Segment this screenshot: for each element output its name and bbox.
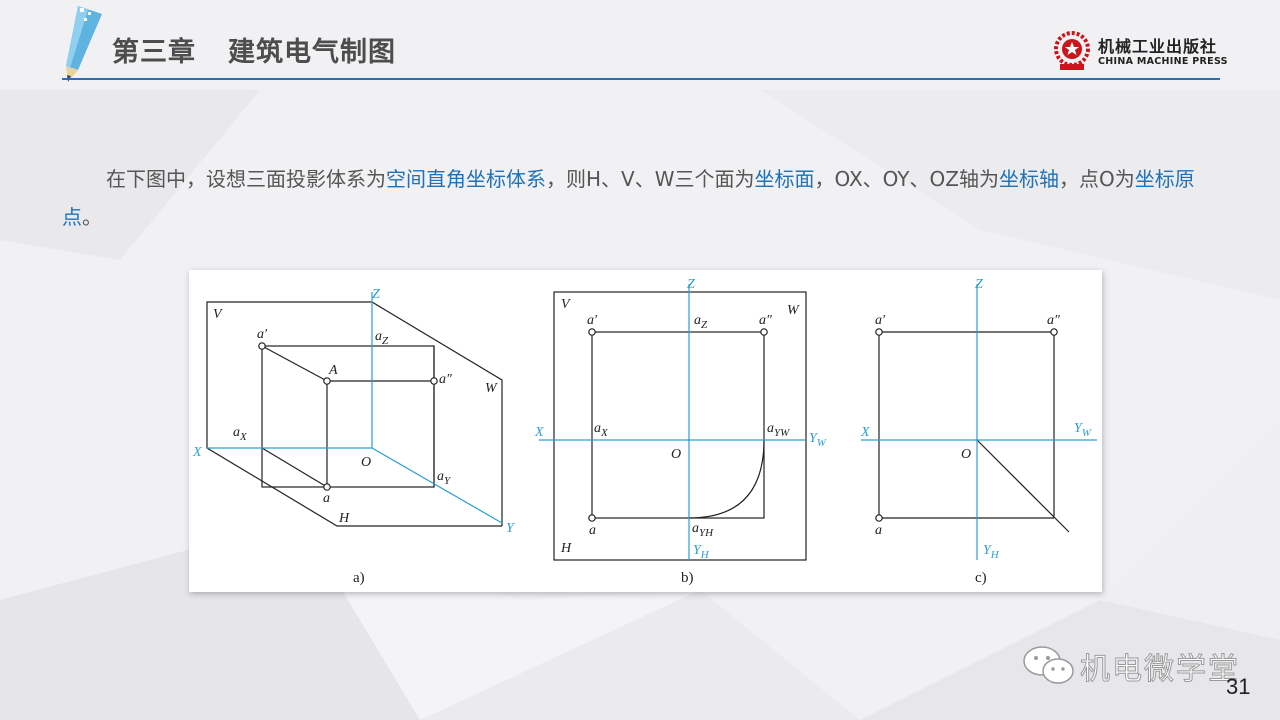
publisher-logo: 机械工业出版社 CHINA MACHINE PRESS	[1052, 30, 1228, 74]
figure-b-drawing	[553, 291, 807, 561]
point-a-prime	[258, 342, 266, 350]
label-a-double: a″	[759, 313, 772, 328]
projection-figure: V W H Z X Y O A a′ a″ a aX aZ aY a) V W …	[189, 270, 1102, 592]
label-axis-y: Y	[506, 521, 516, 536]
watermark: 机电微学堂	[1016, 640, 1246, 690]
text-run: 在下图中，设想三面投影体系为	[106, 167, 386, 191]
point-a-prime	[875, 328, 883, 336]
point-a-double	[760, 328, 768, 336]
body-paragraph: 在下图中，设想三面投影体系为空间直角坐标体系，则H、V、W三个面为坐标面，OX、…	[62, 160, 1212, 236]
label-aX: aX	[594, 421, 609, 439]
highlight-term: 坐标原点	[62, 167, 1195, 229]
text-run: ，OX、OY、OZ轴为	[814, 167, 999, 191]
chapter-label: 第三章	[112, 37, 196, 68]
figure-c-drawing	[878, 331, 1070, 533]
label-axis-z: Z	[975, 277, 983, 292]
publisher-name-cn: 机械工业出版社	[1098, 37, 1218, 56]
label-a-prime: a′	[587, 313, 598, 328]
caption-a: a)	[353, 570, 365, 586]
figure-a-drawing	[206, 301, 503, 527]
publisher-name-en: CHINA MACHINE PRESS	[1098, 56, 1228, 67]
caption-c: c)	[975, 570, 987, 586]
figure-a-axes	[207, 292, 503, 524]
highlight-term: 坐标面	[754, 167, 815, 191]
point-a-double	[430, 377, 438, 385]
label-a: a	[875, 523, 882, 538]
label-axis-yh: YH	[693, 543, 710, 561]
label-plane-h: H	[560, 541, 572, 556]
point-a	[588, 514, 596, 522]
highlight-term: 坐标轴	[998, 167, 1059, 191]
watermark-text: 机电微学堂	[1080, 652, 1240, 688]
label-plane-h: H	[338, 511, 350, 526]
label-origin: O	[671, 447, 681, 462]
label-aZ: aZ	[694, 313, 708, 331]
text-run: ，则H、V、W三个面为	[546, 167, 755, 191]
point-a-prime	[588, 328, 596, 336]
label-origin: O	[361, 455, 371, 470]
label-aX: aX	[233, 425, 248, 443]
label-a: a	[589, 523, 596, 538]
label-plane-v: V	[213, 307, 223, 322]
point-a	[875, 514, 883, 522]
label-a-double: a″	[1047, 313, 1060, 328]
point-a-double	[1050, 328, 1058, 336]
label-axis-x: X	[192, 445, 202, 460]
label-aYH: aYH	[692, 521, 714, 539]
header-divider	[62, 78, 1220, 80]
point-a	[323, 483, 331, 491]
label-axis-yw: YW	[809, 431, 827, 449]
label-axis-z: Z	[687, 277, 695, 292]
publisher-emblem-icon	[1054, 31, 1090, 70]
section-title: 建筑电气制图	[228, 37, 396, 68]
label-aY: aY	[437, 469, 452, 487]
label-aZ: aZ	[375, 329, 389, 347]
text-run: ，点O为	[1058, 167, 1135, 191]
label-axis-x: X	[534, 425, 544, 440]
page-title: 第三章 建筑电气制图	[112, 30, 396, 69]
label-axis-x: X	[860, 425, 870, 440]
label-point-A: A	[328, 363, 338, 378]
text-run: 。	[82, 205, 102, 229]
figure-c-axes	[861, 284, 1097, 560]
label-a-double: a″	[439, 372, 452, 387]
label-axis-z: Z	[372, 287, 380, 302]
page-number: 31	[1226, 674, 1251, 699]
label-a: a	[323, 491, 330, 506]
point-A	[323, 377, 331, 385]
figure-b-axes	[539, 284, 806, 560]
label-axis-yw: YW	[1074, 421, 1092, 439]
projection-diagram: V W H Z X Y O A a′ a″ a aX aZ aY a) V W …	[192, 277, 1097, 586]
label-plane-v: V	[561, 297, 571, 312]
wechat-icon	[1023, 646, 1074, 684]
highlight-term: 空间直角坐标体系	[386, 167, 546, 191]
caption-b: b)	[681, 570, 694, 586]
label-a-prime: a′	[257, 327, 268, 342]
label-plane-w: W	[787, 303, 800, 318]
label-aYW: aYW	[767, 421, 790, 439]
label-a-prime: a′	[875, 313, 886, 328]
label-plane-w: W	[485, 381, 498, 396]
label-axis-yh: YH	[983, 543, 1000, 561]
label-origin: O	[961, 447, 971, 462]
pencil-icon	[66, 6, 102, 82]
